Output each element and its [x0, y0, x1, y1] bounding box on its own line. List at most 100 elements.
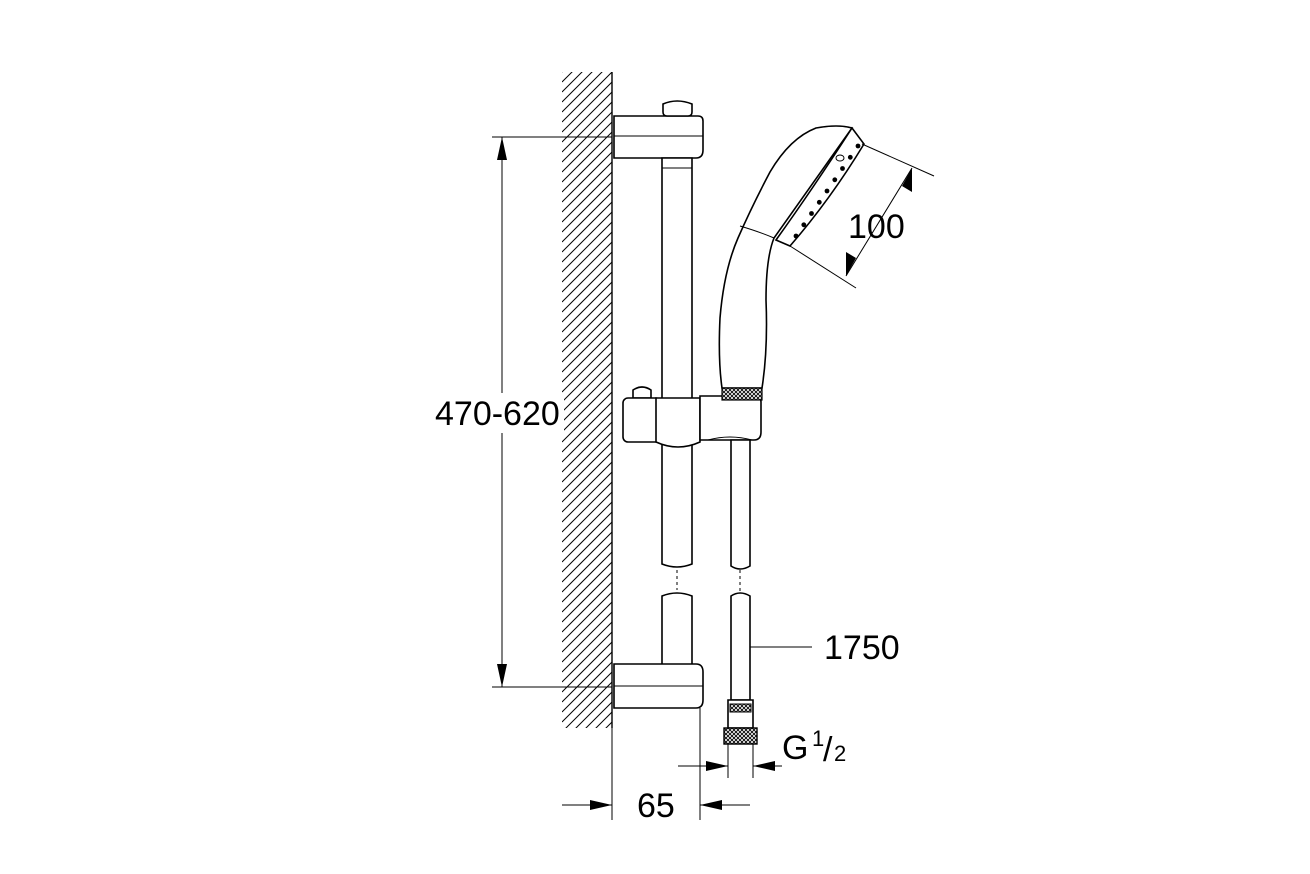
hatch-line — [562, 401, 612, 453]
hatch-line — [562, 251, 612, 303]
hatch-line — [605, 721, 612, 728]
hatch-line — [562, 581, 612, 633]
hose-lower — [730, 592, 751, 701]
hose-length-label: 1750 — [824, 629, 900, 667]
hatch-line — [562, 291, 612, 343]
hatch-line — [562, 631, 612, 683]
shower-hose — [723, 439, 758, 778]
hatch-line — [562, 641, 612, 693]
head-diameter-dimension: 100 — [789, 143, 935, 289]
hatch-line — [562, 501, 612, 553]
hatch-line — [562, 611, 612, 663]
hatch-line — [562, 491, 612, 543]
height-dimension: 470-620 — [432, 136, 612, 688]
rail-rod-lower — [661, 592, 693, 669]
head-diameter-label: 100 — [848, 208, 905, 246]
ferrule-knurl — [729, 703, 752, 713]
hatch-line — [562, 461, 612, 513]
hatch-line — [562, 151, 612, 203]
hatch-line — [562, 72, 593, 103]
thread-label-g: G — [782, 729, 808, 767]
hatch-line — [562, 421, 612, 473]
handle-knurled-ring — [721, 387, 763, 401]
spray-nozzle — [793, 233, 799, 239]
hatch-line — [562, 351, 612, 403]
thread-denominator: 2 — [834, 741, 846, 766]
rail-rod-upper — [661, 157, 693, 568]
wall-hatching — [562, 72, 612, 792]
hose-upper — [730, 439, 751, 570]
hatch-line — [562, 381, 612, 433]
spray-nozzle — [816, 199, 822, 205]
hatch-line — [562, 72, 573, 83]
hatch-line — [562, 561, 612, 613]
hatch-line — [562, 361, 612, 413]
hatch-line — [562, 211, 612, 263]
hatch-line — [562, 171, 612, 223]
upper-bracket — [613, 115, 704, 159]
holder-lower-edge — [707, 436, 753, 441]
hatch-line — [562, 271, 612, 323]
hatch-line — [562, 732, 612, 782]
hatch-line — [562, 742, 612, 792]
hatch-line — [562, 671, 612, 723]
upper-bracket-screw — [662, 100, 693, 117]
hatch-line — [562, 301, 612, 353]
slider-screw — [632, 386, 652, 399]
hatch-line — [562, 191, 612, 243]
hose-nut — [723, 727, 758, 745]
head-extension-bottom — [789, 245, 857, 289]
hatch-line — [562, 411, 612, 463]
hatch-line — [562, 331, 612, 383]
spray-nozzle — [801, 222, 807, 228]
hatch-line — [562, 221, 612, 273]
head-extension-top — [861, 143, 935, 177]
spray-nozzle — [855, 143, 861, 149]
hatch-line — [562, 651, 612, 703]
thread-arrow-left — [706, 761, 728, 771]
wall-offset-dimension: 65 — [562, 708, 750, 825]
hatch-line — [562, 121, 612, 173]
thread-numerator: 1 — [812, 726, 824, 751]
hatch-line — [562, 391, 612, 443]
thread-arrow-right — [753, 761, 775, 771]
hatch-line — [562, 72, 603, 113]
hatch-line — [565, 681, 612, 728]
hatch-line — [562, 72, 583, 93]
height-range-label: 470-620 — [435, 395, 560, 433]
handle-seam — [739, 225, 775, 239]
spray-nozzle — [824, 188, 830, 194]
hatch-line — [562, 471, 612, 523]
height-arrow-top — [497, 137, 507, 160]
wall-section — [562, 72, 613, 792]
slider-clamp — [655, 397, 701, 448]
hatch-line — [562, 281, 612, 333]
hatch-line — [562, 431, 612, 483]
hatch-line — [562, 531, 612, 583]
hatch-line — [562, 341, 612, 393]
offset-arrow-left — [590, 800, 612, 810]
wall-offset-label: 65 — [637, 787, 675, 825]
hand-shower-handle — [718, 125, 854, 389]
hatch-line — [562, 201, 612, 253]
hatch-line — [562, 451, 612, 503]
thread-slash: / — [823, 731, 833, 769]
hand-shower — [718, 125, 865, 401]
hatch-line — [595, 711, 612, 728]
hatch-line — [562, 72, 563, 73]
hatch-line — [562, 571, 612, 623]
hatch-line — [562, 321, 612, 373]
hatch-line — [562, 81, 612, 133]
hatch-line — [562, 131, 612, 183]
shower-rail — [613, 100, 704, 709]
hatch-line — [562, 591, 612, 643]
hatch-line — [562, 441, 612, 493]
hatch-line — [562, 621, 612, 673]
head-dimension-line — [845, 167, 913, 277]
height-label-bg — [432, 393, 564, 433]
hatch-line — [562, 511, 612, 563]
slider-holder — [622, 386, 762, 448]
thread-dimension: G 1 / 2 — [678, 726, 846, 771]
spray-selector — [835, 154, 845, 162]
